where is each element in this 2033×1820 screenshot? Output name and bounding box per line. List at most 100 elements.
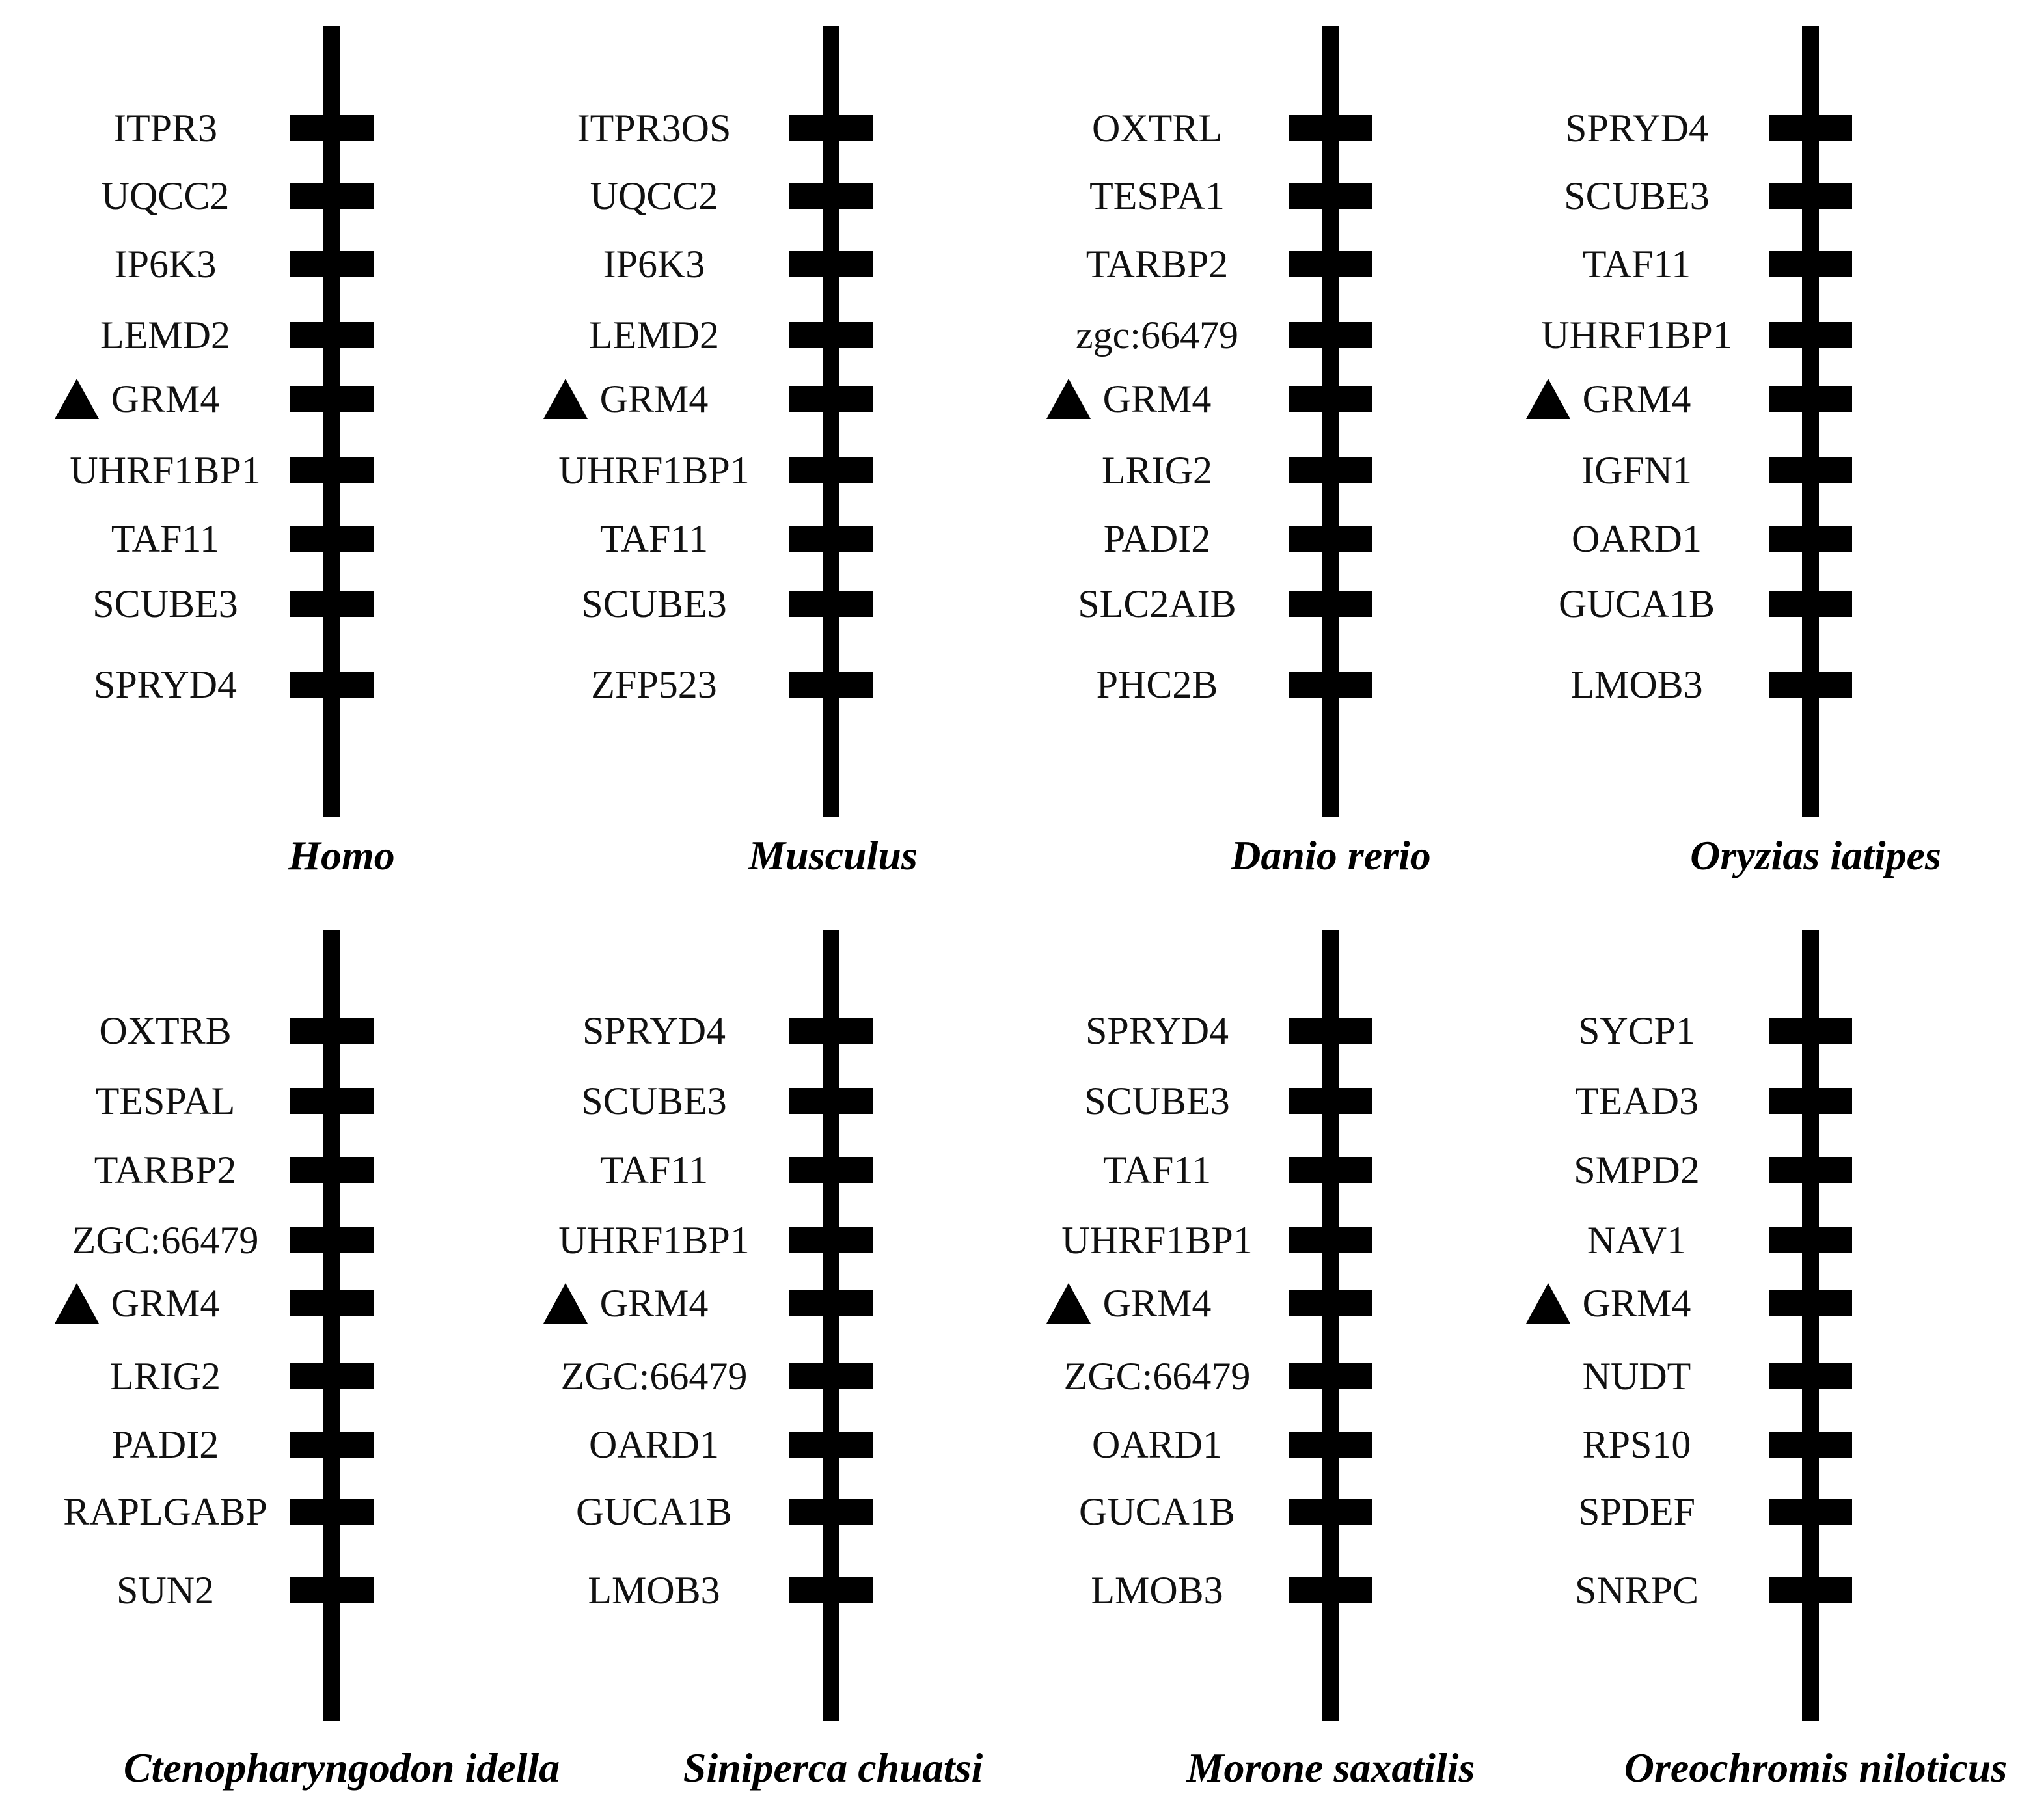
gene-marker <box>789 1227 873 1253</box>
gene-label: GUCA1B <box>575 1490 733 1533</box>
gene-label: TEAD3 <box>1575 1080 1699 1122</box>
gene-marker <box>1769 672 1852 698</box>
gene-label: GRM4 <box>1102 377 1212 420</box>
gene-marker <box>1769 526 1852 552</box>
gene-marker <box>1769 1363 1852 1389</box>
gene-label: GUCA1B <box>1558 582 1715 625</box>
gene-marker <box>1289 115 1372 141</box>
gene-label: TARBP2 <box>94 1148 237 1191</box>
gene-label: OXTRL <box>1092 107 1222 150</box>
gene-label: RAPLGABP <box>63 1490 267 1533</box>
gene-label: LRIG2 <box>110 1355 221 1398</box>
triangle-marker-icon <box>1046 379 1091 419</box>
gene-marker <box>290 1577 374 1603</box>
gene-label: GRM4 <box>1102 1282 1212 1325</box>
gene-label: TESPAL <box>95 1080 236 1122</box>
gene-marker <box>1769 1088 1852 1114</box>
gene-label: SCUBE3 <box>581 1080 727 1122</box>
gene-marker <box>789 457 873 483</box>
gene-marker <box>1769 183 1852 209</box>
gene-marker <box>789 1018 873 1044</box>
gene-label: PHC2B <box>1096 663 1218 706</box>
gene-label: IGFN1 <box>1581 449 1693 492</box>
gene-label: TESPA1 <box>1089 174 1225 217</box>
chromosome-line <box>323 26 340 817</box>
gene-label: GRM4 <box>599 1282 709 1325</box>
gene-label: OARD1 <box>1091 1423 1223 1466</box>
gene-marker <box>290 1432 374 1458</box>
gene-marker <box>1769 591 1852 617</box>
species-name: Morone saxatilis <box>1186 1745 1475 1791</box>
gene-marker <box>290 1227 374 1253</box>
gene-marker <box>1769 1432 1852 1458</box>
gene-marker <box>1769 1499 1852 1525</box>
gene-label: ITPR3OS <box>577 107 731 150</box>
gene-label: UHRF1BP1 <box>1061 1219 1253 1262</box>
gene-marker <box>290 1363 374 1389</box>
gene-label: LMOB3 <box>1091 1569 1223 1612</box>
gene-marker <box>789 1577 873 1603</box>
triangle-marker-icon <box>55 379 99 419</box>
gene-label: SPRYD4 <box>582 1009 726 1052</box>
species-name: Oryzias iatipes <box>1690 832 1941 878</box>
gene-marker <box>789 1157 873 1183</box>
gene-label: LMOB3 <box>588 1569 720 1612</box>
gene-marker <box>290 672 374 698</box>
gene-marker <box>1289 457 1372 483</box>
gene-label: SCUBE3 <box>92 582 238 625</box>
gene-marker <box>789 526 873 552</box>
triangle-marker-icon <box>1526 379 1570 419</box>
gene-marker <box>1289 1432 1372 1458</box>
gene-label: PADI2 <box>111 1423 219 1466</box>
gene-marker <box>290 1157 374 1183</box>
gene-label: UHRF1BP1 <box>558 1219 750 1262</box>
gene-label: TAF11 <box>599 1148 709 1191</box>
gene-label: GRM4 <box>1582 377 1691 420</box>
gene-label: SLC2AIB <box>1078 582 1236 625</box>
gene-label: UQCC2 <box>101 174 230 217</box>
gene-marker <box>290 526 374 552</box>
gene-label: SMPD2 <box>1574 1148 1700 1191</box>
gene-marker <box>1289 183 1372 209</box>
gene-label: SCUBE3 <box>1084 1080 1230 1122</box>
gene-label: IP6K3 <box>114 243 217 286</box>
gene-marker <box>1289 526 1372 552</box>
gene-marker <box>290 183 374 209</box>
gene-marker <box>789 1432 873 1458</box>
gene-marker <box>1769 1577 1852 1603</box>
gene-marker <box>290 591 374 617</box>
gene-label: LMOB3 <box>1570 663 1703 706</box>
gene-marker <box>789 251 873 277</box>
gene-marker <box>1769 386 1852 412</box>
gene-marker <box>1769 457 1852 483</box>
gene-marker <box>1289 386 1372 412</box>
gene-marker <box>1289 1499 1372 1525</box>
gene-label: ZFP523 <box>591 663 717 706</box>
gene-marker <box>789 1088 873 1114</box>
gene-label: GRM4 <box>111 1282 220 1325</box>
gene-label: LRIG2 <box>1102 449 1212 492</box>
gene-label: RPS10 <box>1582 1423 1691 1466</box>
gene-label: IP6K3 <box>603 243 705 286</box>
gene-marker <box>789 322 873 348</box>
gene-label: ZGC:66479 <box>1063 1355 1251 1398</box>
gene-marker <box>1289 1088 1372 1114</box>
gene-marker <box>290 322 374 348</box>
gene-marker <box>290 1290 374 1316</box>
chromosome-line <box>1322 26 1339 817</box>
gene-marker <box>1289 251 1372 277</box>
gene-label: SPRYD4 <box>1564 107 1709 150</box>
gene-marker <box>290 1018 374 1044</box>
gene-label: SYCP1 <box>1577 1009 1696 1052</box>
gene-marker <box>1769 1157 1852 1183</box>
gene-label: SPRYD4 <box>93 663 238 706</box>
gene-label: OARD1 <box>1571 517 1702 560</box>
gene-label: SNRPC <box>1574 1569 1699 1612</box>
gene-label: TAF11 <box>111 517 220 560</box>
gene-label: PADI2 <box>1103 517 1211 560</box>
gene-label: GRM4 <box>599 377 709 420</box>
gene-label: ITPR3 <box>113 107 218 150</box>
gene-marker <box>789 386 873 412</box>
triangle-marker-icon <box>543 379 588 419</box>
gene-label: SCUBE3 <box>581 582 727 625</box>
